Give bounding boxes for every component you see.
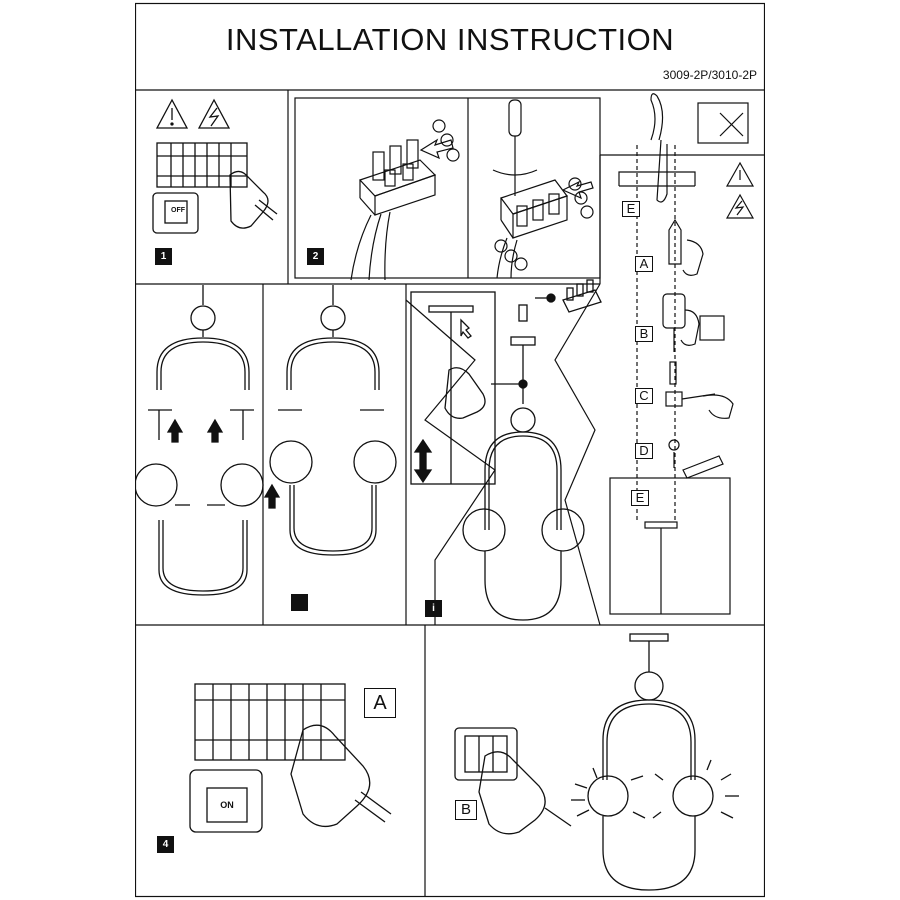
step-badge-2: 2 — [307, 248, 324, 265]
page-title: INSTALLATION INSTRUCTION — [225, 22, 675, 57]
outer-frame — [135, 2, 765, 898]
hammer-icon — [665, 391, 683, 407]
drill-icon — [662, 293, 686, 329]
label-c: C — [635, 388, 653, 404]
electric-hazard-icon — [197, 98, 231, 129]
warning-icon — [155, 98, 189, 129]
on-switch — [189, 769, 263, 833]
step3-assembly-left — [135, 285, 264, 596]
light-switch-icon — [454, 727, 518, 781]
label-step4-a: A — [364, 688, 396, 718]
screw-icon — [668, 439, 680, 451]
no-chemicals-icon — [697, 102, 749, 144]
screwdriver-icon — [508, 99, 522, 137]
label-step4-b: B — [455, 800, 477, 820]
step-i-pendant — [410, 279, 602, 621]
circuit-breaker-panel — [194, 683, 346, 761]
step2-terminal-block — [350, 119, 460, 281]
step3-assembly-right — [263, 285, 397, 556]
step2-frame — [294, 97, 601, 279]
hand-icon-step4 — [290, 724, 371, 828]
hand-icon — [229, 170, 269, 229]
wall-anchor-icon — [669, 361, 677, 385]
step-badge-4: 4 — [157, 836, 174, 853]
label-e-bottom: E — [631, 490, 649, 506]
model-number: 3009-2P/3010-2P — [662, 68, 757, 82]
step4-wall-switch — [454, 727, 572, 835]
step-badge-1: 1 — [155, 248, 172, 265]
instruction-sheet: INSTALLATION INSTRUCTION 3009-2P/3010-2P… — [135, 0, 765, 900]
step4-breaker — [189, 683, 392, 833]
step-badge-3 — [291, 594, 308, 611]
label-a: A — [635, 256, 653, 272]
electric-hazard-icon-right — [725, 193, 755, 219]
label-d: D — [635, 443, 653, 459]
off-label: OFF — [171, 207, 185, 214]
mounting-sequence — [609, 93, 755, 615]
warning-icon-right — [725, 161, 755, 187]
step2-screwdriver — [492, 99, 594, 279]
pliers-icon — [650, 93, 664, 141]
label-b: B — [635, 326, 653, 342]
step-badge-i: i — [425, 600, 442, 617]
circuit-breaker-icon — [156, 142, 248, 188]
label-e-top: E — [622, 201, 640, 217]
step1-illustration — [152, 98, 278, 234]
on-label: ON — [220, 800, 234, 810]
hand-icon-switch — [478, 751, 546, 835]
step4-lit-pendant — [571, 633, 739, 891]
sheet-artwork — [135, 2, 765, 898]
off-switch — [152, 192, 199, 234]
marker-icon — [668, 218, 682, 265]
